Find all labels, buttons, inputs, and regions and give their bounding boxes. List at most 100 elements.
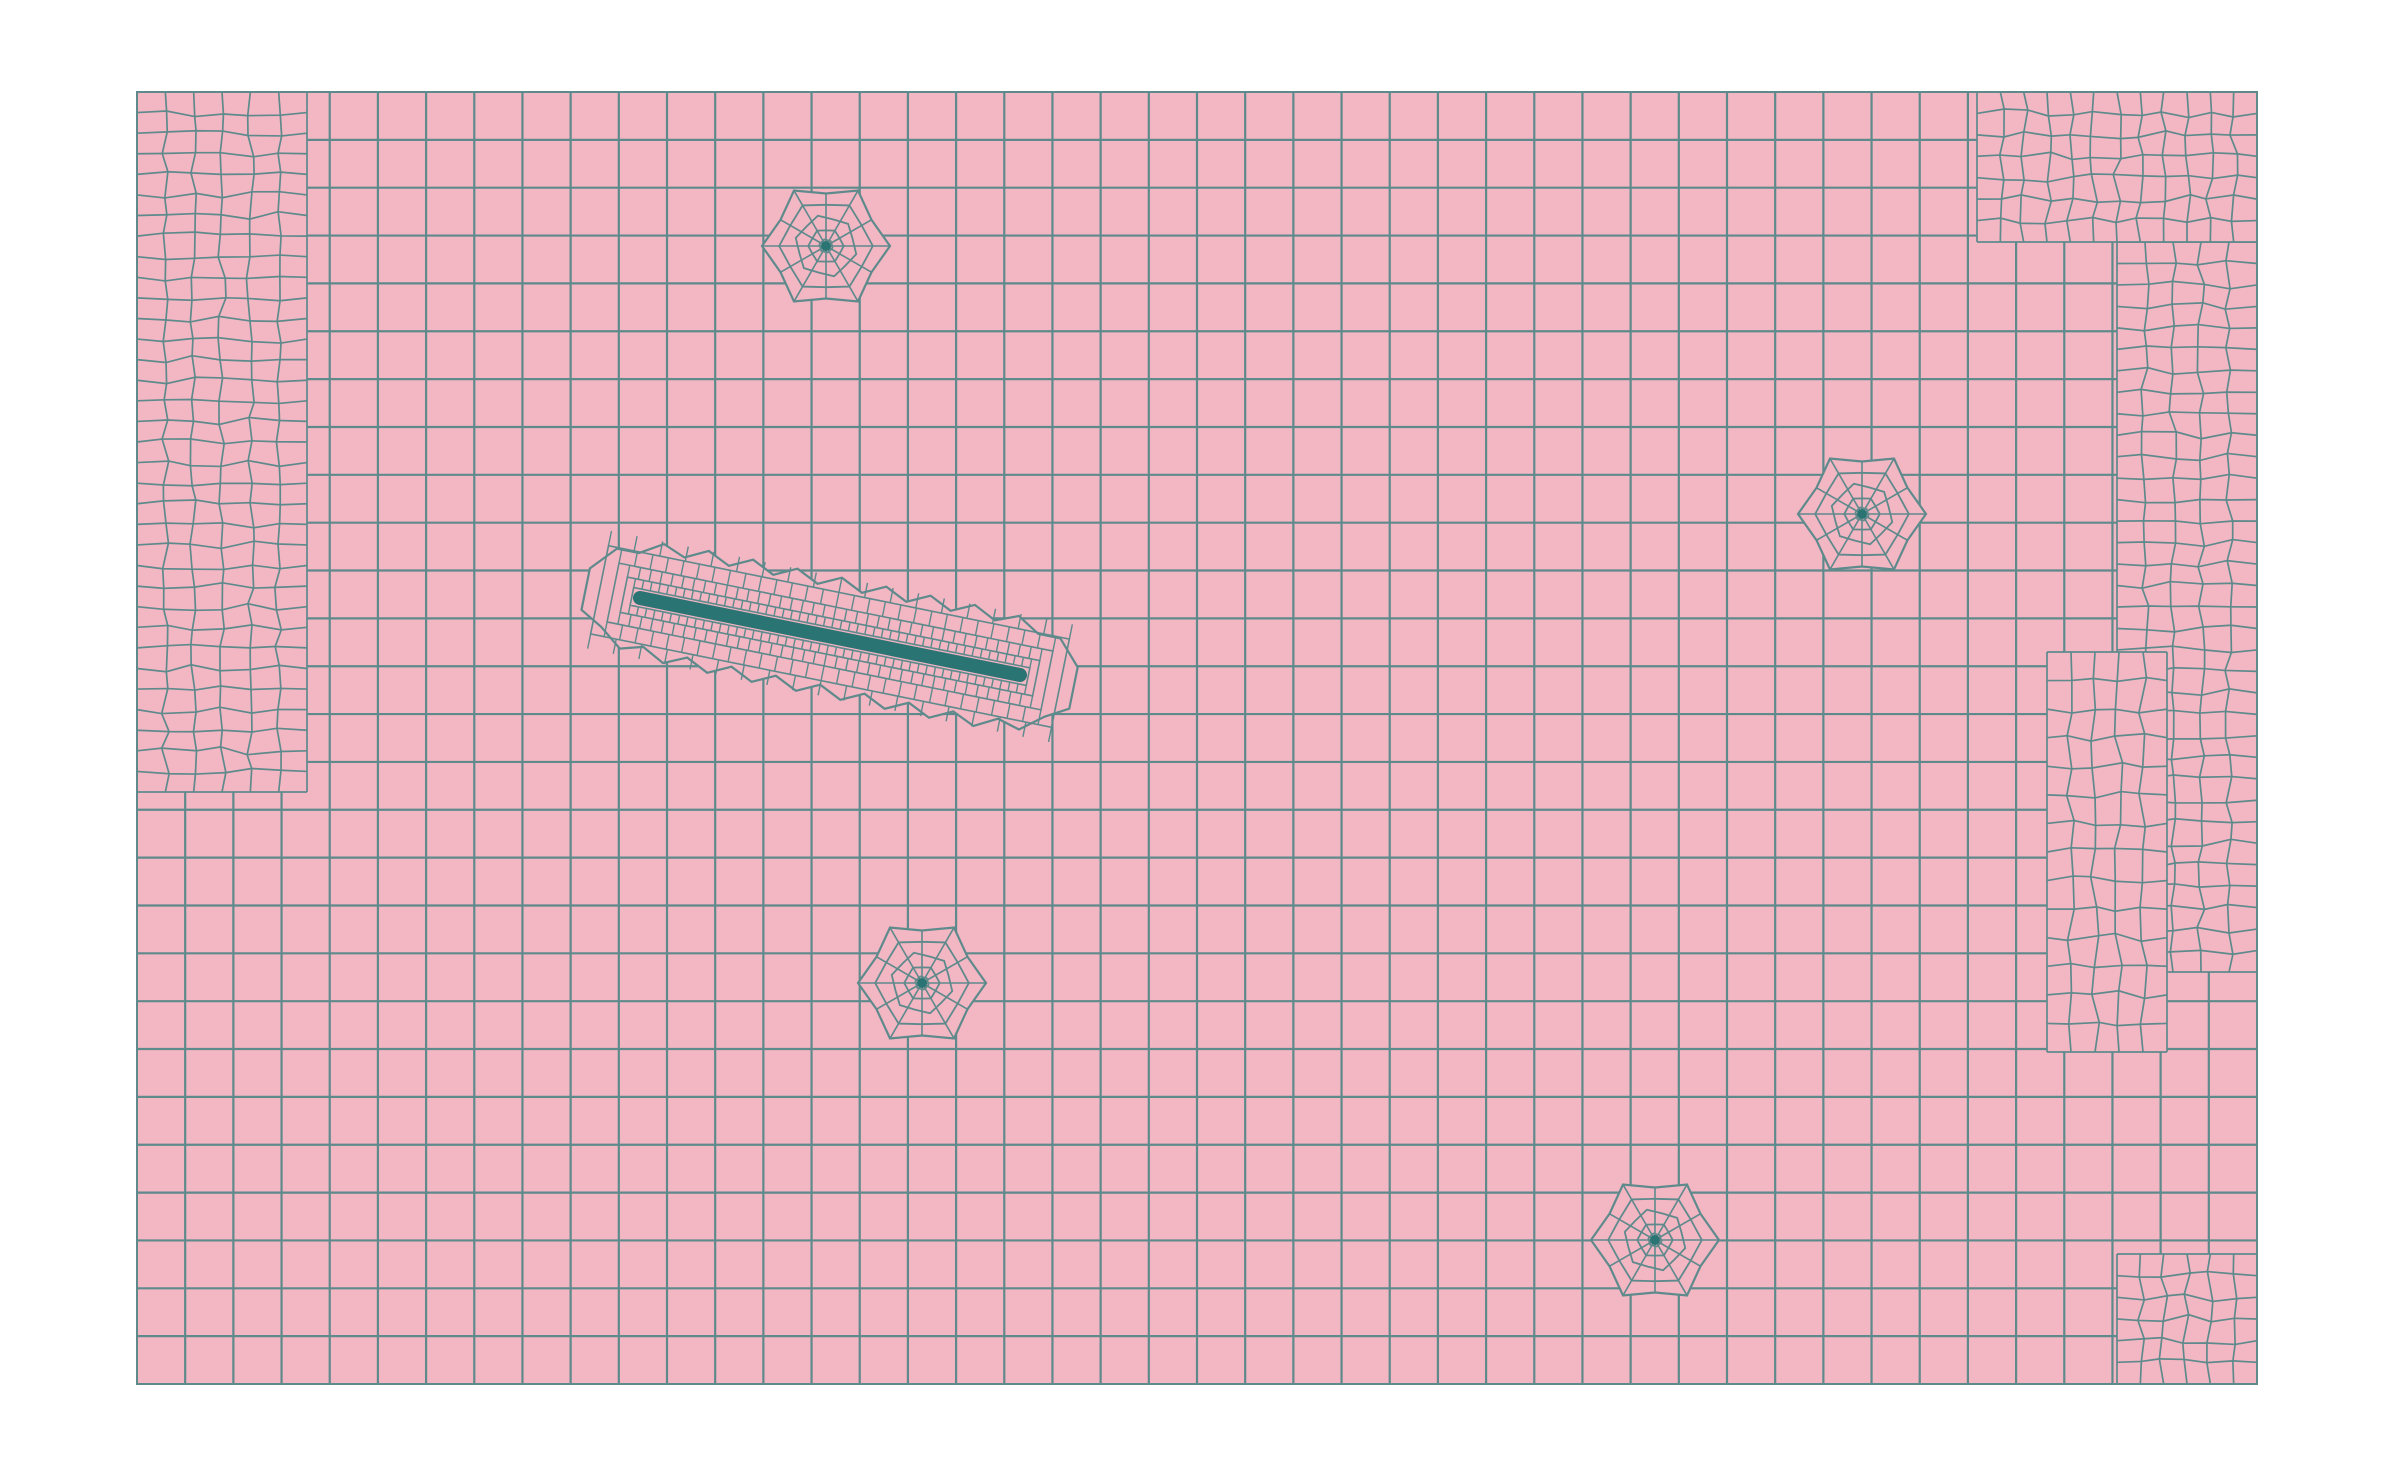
fracture-cell-edge [984, 637, 989, 650]
fracture-cell-edge [1020, 657, 1025, 667]
fracture-cell-edge [964, 682, 969, 695]
fracture-cell-edge [649, 631, 655, 647]
fracture-cell-edge [773, 579, 778, 595]
refinement-spoke [825, 245, 872, 273]
fracture-cell-edge [727, 646, 732, 662]
fracture-cell-edge [804, 662, 810, 678]
fracture-cell-edge [928, 687, 934, 703]
refinement-spoke [1609, 1213, 1656, 1241]
fracture-cell-edge [812, 572, 817, 588]
fracture-cell-edge [897, 632, 901, 642]
refinement-spoke [1861, 458, 1895, 515]
fracture-cell-edge [834, 656, 838, 669]
fracture-cell-edge [690, 590, 694, 600]
fracture-cell-edge [800, 600, 805, 613]
fracture-cell-edge [1043, 619, 1048, 635]
fracture-cell-edge [746, 589, 750, 602]
fracture-cell-edge [842, 648, 846, 658]
fracture-cell-edge [943, 614, 949, 630]
fracture-cell-edge [735, 556, 741, 572]
fracture-cell-edge [1012, 655, 1016, 665]
fracture-cell-edge [843, 685, 848, 701]
band-row-edge [2116, 345, 2258, 351]
fracture-cell-edge [843, 609, 848, 622]
band-column-edge [189, 91, 198, 793]
fracture-cell-edge [921, 637, 926, 647]
fracture-cell-edge [835, 668, 841, 684]
refinement-spoke [921, 956, 968, 984]
fracture-cell-edge [942, 678, 947, 691]
fracture-cell-edge [839, 620, 843, 630]
fracture-cell-edge [915, 593, 920, 609]
fracture-cell-edge [930, 638, 934, 648]
fracture-cell-edge [1052, 636, 1057, 652]
band-row-edge [2116, 430, 2258, 440]
fracture-cell-edge [908, 622, 913, 635]
fracture-cell-edge [735, 587, 739, 600]
fracture-cell-edge [714, 632, 719, 645]
band-row-edge [2116, 624, 2258, 633]
fracture-cell-edge [855, 660, 860, 673]
fracture-cell-edge [908, 661, 912, 672]
refinement-spoke [921, 982, 955, 1039]
band-column-edge [274, 91, 283, 793]
well-point [1857, 509, 1867, 519]
inclined-fracture [633, 591, 1027, 682]
fracture-cell-edge [888, 630, 893, 640]
well-point [821, 241, 831, 251]
refinement-spoke [1654, 1213, 1701, 1241]
fracture-cell-edge [732, 598, 736, 608]
fracture-cell-edge [930, 626, 935, 639]
fracture-cell-edge [791, 675, 797, 691]
fracture-cell-edge [822, 604, 826, 617]
fracture-cell-edge [845, 658, 849, 671]
fracture-cell-edge [715, 595, 719, 605]
fracture-cell-edge [682, 588, 686, 598]
fracture-cell-edge [1018, 693, 1023, 706]
fracture-cell-edge [638, 616, 643, 629]
fracture-cell-edge [723, 596, 727, 607]
fracture-cell-edge [788, 582, 794, 598]
fracture-cell-edge [767, 633, 772, 643]
well-refinement-4 [1589, 1183, 1721, 1297]
fracture-cell-edge [867, 653, 871, 663]
fracture-cell-edge [974, 675, 978, 685]
fracture-cell-edge [919, 624, 924, 637]
well-point [917, 978, 927, 988]
refinement-spoke [1861, 513, 1895, 570]
fracture-cell-edge [854, 611, 859, 624]
fracture-cell-edge [864, 625, 868, 635]
refinement-spoke [780, 245, 827, 273]
fracture-cell-edge [703, 629, 708, 642]
fracture-cell-edge [711, 643, 717, 659]
fracture-cell-edge [913, 635, 917, 645]
band-column-edge [2204, 91, 2215, 243]
fracture-cell-edge [979, 648, 983, 658]
band-column-edge [2135, 91, 2144, 243]
band-column-edge [160, 91, 171, 793]
fracture-cell-edge [680, 560, 685, 576]
fracture-cell-edge [831, 618, 835, 628]
fracture-cell-edge [776, 635, 780, 645]
fracture-cell-edge [941, 668, 945, 678]
fracture-cell-edge [740, 664, 745, 680]
fracture-cell-edge [792, 638, 796, 648]
fracture-cell-edge [850, 650, 854, 660]
fracture-cell-edge [612, 638, 617, 654]
band-row-edge [2116, 452, 2258, 462]
right-boundary-refinement-lower [2046, 651, 2168, 1053]
band-row-edge [2046, 846, 2168, 853]
refinement-spoke [793, 190, 827, 247]
fracture-cell-edge [1005, 626, 1011, 642]
fracture-cell-edge [660, 621, 665, 634]
domain-border [136, 91, 2258, 1385]
fracture-cell-edge [1017, 644, 1022, 657]
fracture-cell-edge [806, 613, 810, 623]
fracture-cell-edge [725, 634, 730, 647]
fracture-cell-edge [880, 628, 884, 638]
band-column-edge [2224, 241, 2234, 973]
band-column-edge [2232, 1253, 2238, 1385]
fracture-cell-edge [789, 659, 794, 675]
band-row-edge [2116, 538, 2258, 548]
band-column-edge [217, 91, 227, 793]
